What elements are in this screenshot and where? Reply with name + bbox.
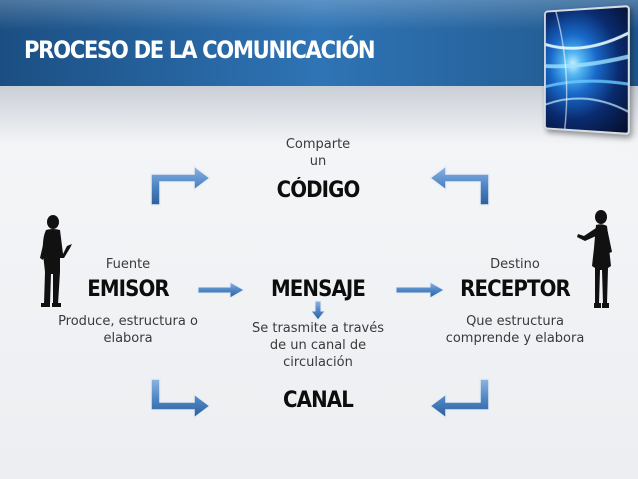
- receptor-desc-line-2: comprende y elabora: [445, 331, 585, 346]
- receptor-desc-line-1: Que estructura: [466, 314, 564, 329]
- emisor-label: EMISOR: [87, 277, 169, 302]
- mensaje-desc-line-2: de un canal de: [269, 338, 367, 353]
- person-listener-icon: [577, 210, 612, 308]
- person-speaker-icon: [40, 215, 72, 307]
- slide-title: PROCESO DE LA COMUNICACIÓN: [24, 36, 376, 64]
- bent-arrow-bottom-right-icon: [428, 378, 490, 420]
- emisor-description: Produce, estructura o elabora: [48, 313, 208, 347]
- bent-arrow-bottom-left-icon: [150, 378, 212, 420]
- canal-label: CANAL: [283, 388, 354, 413]
- arrow-mensaje-to-receptor-icon: [395, 281, 446, 299]
- bent-arrow-top-left-icon: [150, 164, 212, 206]
- arrow-emisor-to-mensaje-icon: [197, 281, 246, 299]
- receptor-pre-label: Destino: [490, 257, 540, 272]
- header-shadow: [0, 86, 638, 146]
- emisor-pre-label: Fuente: [105, 257, 151, 272]
- emisor-desc-line-2: elabora: [103, 331, 153, 346]
- codigo-label: CÓDIGO: [276, 178, 361, 203]
- mensaje-label: MENSAJE: [271, 277, 366, 302]
- codigo-pre-line-1: Comparte: [285, 137, 351, 152]
- codigo-pre-line-2: un: [309, 154, 327, 169]
- light-streak-image: [544, 4, 630, 136]
- arrow-mensaje-down-icon: [309, 300, 327, 321]
- emisor-desc-line-1: Produce, estructura o: [58, 314, 198, 329]
- title-bar-gloss: [0, 0, 638, 30]
- mensaje-description: Se trasmite a través de un canal de circ…: [243, 320, 393, 371]
- mensaje-desc-line-1: Se trasmite a través: [251, 321, 385, 336]
- bent-arrow-top-right-icon: [428, 164, 490, 206]
- receptor-label: RECEPTOR: [460, 277, 571, 302]
- codigo-pre-label: Comparte un: [258, 136, 378, 170]
- title-bar: PROCESO DE LA COMUNICACIÓN: [0, 0, 638, 86]
- mensaje-desc-line-3: circulación: [283, 355, 353, 370]
- receptor-description: Que estructura comprende y elabora: [435, 313, 595, 347]
